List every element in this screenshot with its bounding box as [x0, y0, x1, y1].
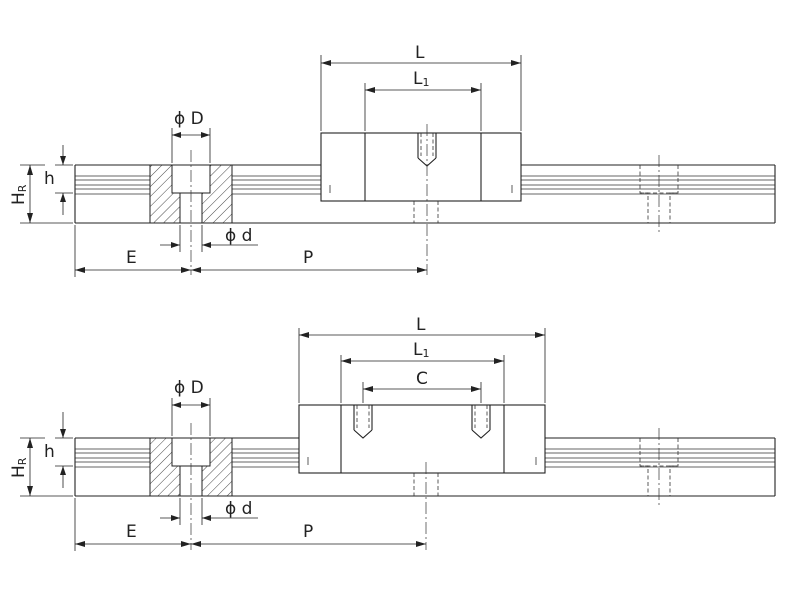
label-L1: L1 [413, 340, 429, 360]
label-h: h [44, 442, 55, 462]
label-HR: HR [9, 184, 29, 205]
top-view: L L1 ϕ D h [9, 43, 776, 277]
bottom-view: L L1 C ϕ D [9, 315, 776, 551]
top-dimension-phid: ϕ d [160, 225, 258, 252]
label-P: P [303, 248, 313, 268]
bottom-dimension-h-HR: h HR [9, 412, 73, 497]
label-phiD: ϕ D [174, 378, 204, 398]
top-dimension-phiD: ϕ D [171, 109, 211, 163]
label-L: L [415, 43, 425, 63]
label-E: E [126, 522, 137, 542]
label-C: C [416, 369, 428, 389]
bottom-dimension-C: C [362, 369, 482, 403]
bottom-dimension-phid: ϕ d [160, 498, 258, 525]
label-HR: HR [9, 457, 29, 478]
bottom-dimension-phiD: ϕ D [171, 378, 211, 436]
top-dimension-h-HR: h HR [9, 145, 73, 224]
top-counterbore-section [149, 150, 233, 275]
top-dimension-L: L [320, 43, 522, 131]
label-phid: ϕ d [225, 499, 252, 519]
bottom-counterbore-section [149, 423, 233, 550]
top-dimension-E-P: E P [74, 225, 427, 277]
label-phiD: ϕ D [174, 109, 204, 129]
bottom-dimension-E-P: E P [74, 498, 426, 551]
bottom-dimension-L1: L1 [340, 340, 505, 403]
bottom-dimension-L: L [298, 315, 546, 403]
bottom-right-hidden-hole [639, 428, 679, 505]
top-right-hidden-hole [639, 155, 679, 232]
top-carriage-block [320, 124, 522, 275]
label-P: P [303, 522, 313, 542]
top-dimension-L1: L1 [364, 69, 482, 131]
label-L1: L1 [413, 69, 429, 89]
label-h: h [44, 169, 55, 189]
label-L: L [416, 315, 426, 335]
label-E: E [126, 248, 137, 268]
bottom-carriage-block [298, 404, 546, 550]
label-phid: ϕ d [225, 226, 252, 246]
